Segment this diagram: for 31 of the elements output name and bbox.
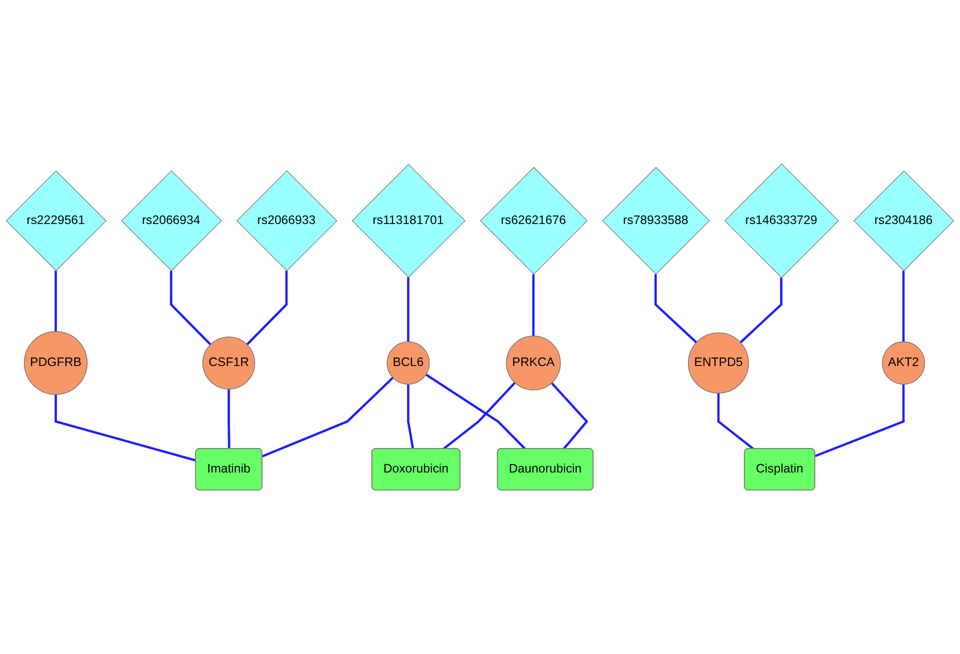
connector	[228, 389, 230, 449]
node-diamond: rs2304186	[853, 170, 954, 272]
connector	[54, 394, 196, 462]
connector	[170, 270, 212, 346]
node-diamond: rs62621676	[480, 166, 588, 275]
connector	[407, 277, 410, 342]
node-circle: PDGFRB	[24, 331, 88, 395]
connector	[442, 382, 516, 450]
connector	[425, 374, 526, 450]
node-circle: PRKCA	[506, 336, 561, 390]
node-diamond: rs146333729	[724, 163, 840, 278]
connector	[814, 384, 905, 458]
connector	[654, 274, 698, 344]
node-circle: CSF1R	[202, 336, 256, 390]
node-diamond: rs2066934	[120, 170, 222, 272]
connector	[740, 278, 782, 344]
node-circle: ENTPD5	[688, 332, 749, 394]
node-diamond: rs2229561	[6, 170, 107, 272]
connector	[550, 382, 588, 450]
connector	[717, 393, 754, 450]
connector	[407, 384, 414, 450]
connector	[262, 376, 394, 458]
node-circle: BCL6	[386, 341, 430, 385]
connector	[532, 274, 535, 336]
node-diamond: rs113181701	[352, 164, 466, 278]
node-circle: AKT2	[882, 341, 926, 385]
connector	[902, 270, 905, 342]
node-diamond: rs78933588	[602, 166, 710, 275]
node-diamond: rs2066933	[236, 170, 338, 272]
connector	[246, 270, 288, 346]
connector	[54, 270, 57, 332]
